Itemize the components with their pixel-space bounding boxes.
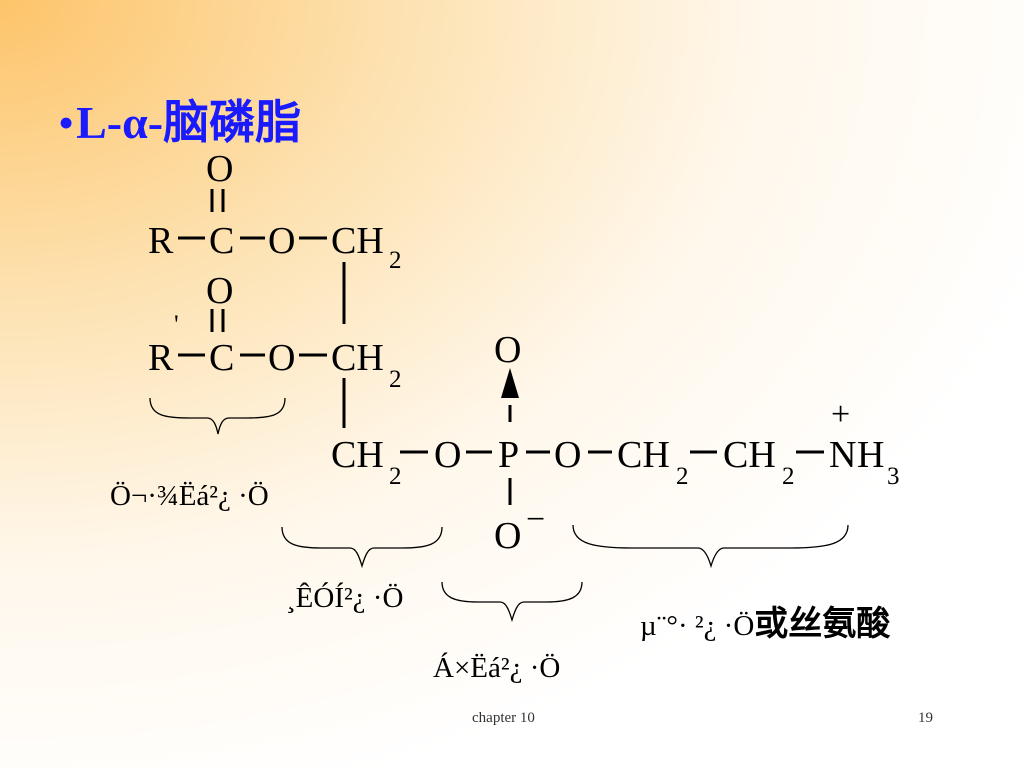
atom-sub-3: 2 [389,463,402,490]
atom-sub-5: 2 [782,463,795,490]
label-amine-garbled: µ¨°· ²¿ ·Ö [640,610,755,642]
atom-o-ester-2: O [268,337,295,379]
atom-sub-2: 2 [389,366,402,393]
label-phosphate-part: Á×Ëá²¿ ·Ö [433,652,561,684]
brace-amine [572,524,849,569]
atom-h: H [857,434,884,476]
footer-chapter: chapter 10 [472,710,535,726]
atom-o-4: O [554,434,581,476]
atom-ch-5: CH [723,434,776,476]
atom-sub-1: 2 [389,247,402,274]
atom-sub-6: 3 [887,463,900,490]
charge-minus: − [526,501,545,538]
charge-plus: + [831,396,850,433]
atom-prime: ' [174,310,179,339]
atom-o-phosphate-bottom: O [494,515,521,557]
brace-phosphate [441,581,583,623]
atom-ch-4: CH [617,434,670,476]
title-name: 脑磷脂 [163,95,302,149]
atom-ch-3: CH [331,434,384,476]
brace-fatty-acid [149,397,286,435]
label-fatty-acid-part: Ö¬·¾Ëá²¿ ·Ö [110,480,269,512]
slide-title: •L-α-脑磷脂 [58,86,301,152]
atom-ch-2: CH [331,337,384,379]
coordinate-bond-arrow-icon [501,368,519,398]
atom-o-carbonyl-2: O [206,270,233,312]
atom-c-1: C [209,220,234,262]
atom-p: P [498,434,519,476]
atom-o-3: O [434,434,461,476]
atom-sub-4: 2 [676,463,689,490]
bullet-icon: • [58,97,75,148]
label-amine-chinese: 或丝氨酸 [754,604,891,644]
atom-r-2: R [148,337,174,379]
atom-c-2: C [209,337,234,379]
atom-o-ester-1: O [268,220,295,262]
atom-o-phosphoryl: O [494,329,521,371]
label-glycerol-part: ¸ÊÓÍ²¿ ·Ö [286,582,404,614]
atom-o-carbonyl-1: O [206,148,233,190]
label-amine-part: µ¨°· ²¿ ·Ö或丝氨酸 [640,596,890,645]
title-prefix: L-α- [76,97,164,148]
footer-page-number: 19 [918,710,933,726]
atom-n: N [829,434,856,476]
atom-r-1: R [148,220,174,262]
atom-ch-1: CH [331,220,384,262]
brace-glycerol [281,526,443,569]
